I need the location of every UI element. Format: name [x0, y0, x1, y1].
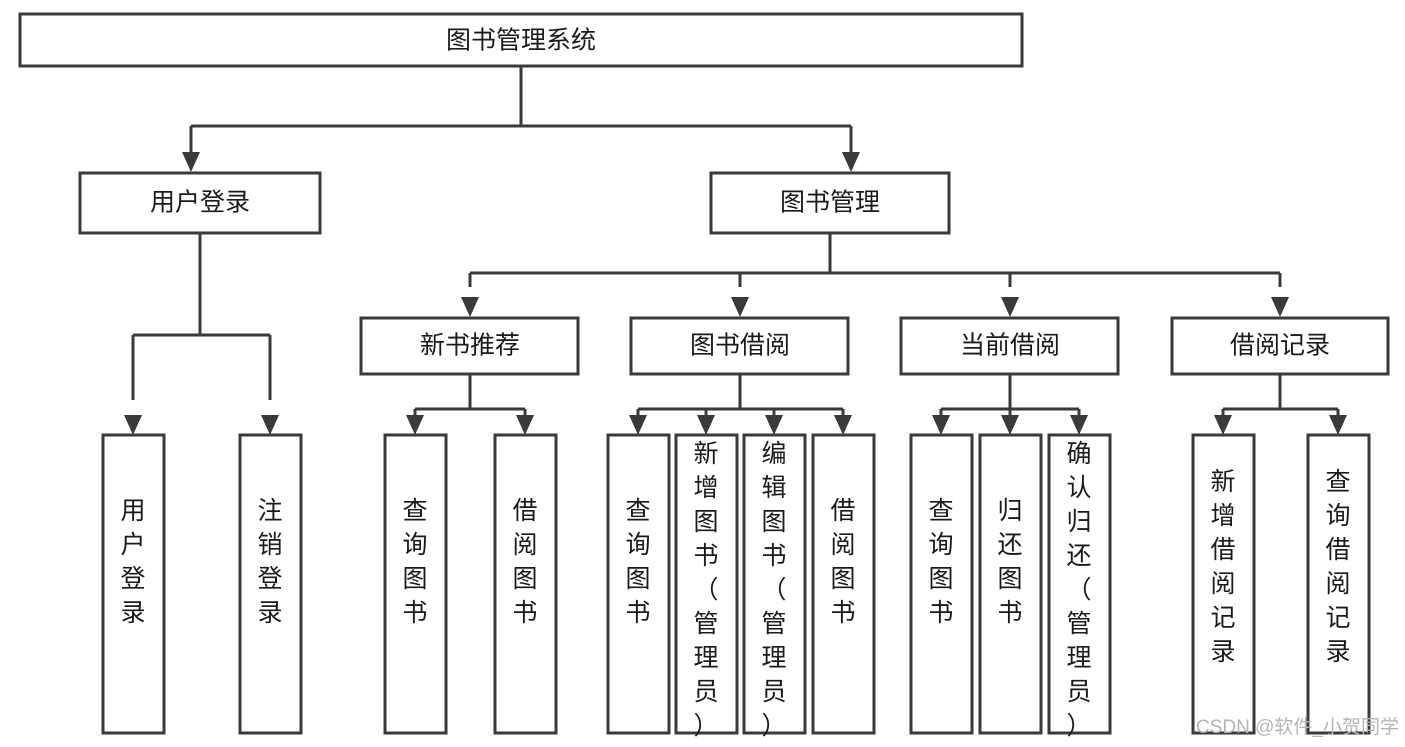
- node-leaf-borrow-book-1[interactable]: 借阅图书: [493, 433, 558, 735]
- node-book-borrow-label: 图书借阅: [690, 332, 790, 360]
- node-leaf-user-login[interactable]: 用户登录: [101, 433, 166, 735]
- node-user-login-label: 用户登录: [150, 189, 250, 217]
- node-leaf-logout-box[interactable]: [238, 433, 303, 735]
- node-leaf-query-record[interactable]: 查询借阅记录: [1306, 433, 1371, 735]
- node-leaf-add-record-label: 新增借阅记录: [1210, 468, 1235, 666]
- node-leaf-edit-book[interactable]: 编辑图书（管理员）: [742, 433, 807, 740]
- node-leaf-add-record[interactable]: 新增借阅记录: [1191, 433, 1256, 735]
- node-leaf-borrow-book-1-box[interactable]: [493, 433, 558, 735]
- node-leaf-add-record-box[interactable]: [1191, 433, 1256, 735]
- node-leaf-confirm-return[interactable]: 确认归还（管理员）: [1047, 433, 1112, 740]
- arrowhead-to-current-borrow: [1001, 297, 1019, 317]
- node-leaf-return-book-box[interactable]: [978, 433, 1043, 735]
- node-book-manage-label: 图书管理: [780, 189, 880, 217]
- node-borrow-record[interactable]: 借阅记录: [1170, 316, 1390, 376]
- arrowhead-to-leaf-query-book-2: [629, 415, 647, 435]
- node-new-book-rec[interactable]: 新书推荐: [359, 316, 580, 376]
- node-leaf-query-book-3-box[interactable]: [909, 433, 974, 735]
- arrowhead-root-to-user-login: [182, 152, 200, 172]
- node-leaf-borrow-book-2-label: 借阅图书: [830, 497, 855, 627]
- node-leaf-borrow-book-2[interactable]: 借阅图书: [811, 433, 876, 735]
- node-user-login[interactable]: 用户登录: [78, 171, 322, 235]
- node-leaf-query-book-2-box[interactable]: [606, 433, 671, 735]
- arrowhead-to-leaf-confirm-return: [1070, 415, 1088, 435]
- node-leaf-add-book-box[interactable]: [674, 433, 739, 735]
- arrowhead-to-leaf-return-book: [1001, 415, 1019, 435]
- arrowhead-to-book-borrow: [731, 297, 749, 317]
- node-leaf-edit-book-box[interactable]: [742, 433, 807, 735]
- node-user-login-box[interactable]: [78, 171, 322, 235]
- node-leaf-logout[interactable]: 注销登录: [238, 433, 303, 735]
- node-leaf-query-book-1[interactable]: 查询图书: [383, 433, 448, 735]
- node-leaf-edit-book-label: 编辑图书（管理员）: [761, 440, 786, 740]
- connector-group-book-borrow-to-leaves: [629, 374, 852, 435]
- node-leaf-query-book-1-label: 查询图书: [402, 497, 427, 627]
- node-book-manage-box[interactable]: [709, 171, 951, 235]
- node-book-manage[interactable]: 图书管理: [709, 171, 951, 235]
- node-borrow-record-box[interactable]: [1170, 316, 1390, 376]
- node-leaf-return-book[interactable]: 归还图书: [978, 433, 1043, 735]
- node-root-box[interactable]: [18, 12, 1024, 68]
- node-leaf-add-book-label: 新增图书（管理员）: [693, 440, 718, 740]
- node-leaf-query-record-label: 查询借阅记录: [1325, 468, 1350, 666]
- arrowhead-to-leaf-query-book-3: [932, 415, 950, 435]
- arrowhead-to-leaf-add-record: [1214, 415, 1232, 435]
- node-leaf-query-book-3-label: 查询图书: [928, 497, 953, 627]
- node-current-borrow[interactable]: 当前借阅: [899, 316, 1120, 376]
- node-leaf-confirm-return-label: 确认归还（管理员）: [1066, 440, 1091, 740]
- node-leaf-borrow-book-2-box[interactable]: [811, 433, 876, 735]
- arrowhead-to-leaf-query-book-1: [406, 415, 424, 435]
- connector-group-current-borrow-to-leaves: [932, 374, 1088, 435]
- node-leaf-user-login-box[interactable]: [101, 433, 166, 735]
- connector-group-borrow-record-to-leaves: [1214, 374, 1347, 435]
- arrowhead-to-leaf-borrow-book-1: [516, 415, 534, 435]
- node-leaf-query-book-2-label: 查询图书: [625, 497, 650, 627]
- node-leaf-return-book-label: 归还图书: [997, 497, 1022, 627]
- watermark-text: CSDN @软件_小贺同学: [1196, 716, 1399, 738]
- node-leaf-query-book-3[interactable]: 查询图书: [909, 433, 974, 735]
- arrowhead-to-leaf-add-book: [697, 415, 715, 435]
- arrowhead-to-leaf-logout: [261, 415, 279, 435]
- node-leaf-query-book-1-box[interactable]: [383, 433, 448, 735]
- arrowhead-to-leaf-edit-book: [765, 415, 783, 435]
- node-new-book-rec-label: 新书推荐: [420, 332, 520, 360]
- node-leaf-query-book-2[interactable]: 查询图书: [606, 433, 671, 735]
- node-root[interactable]: 图书管理系统: [18, 12, 1024, 68]
- node-leaf-user-login-label: 用户登录: [120, 497, 145, 627]
- node-leaf-query-record-box[interactable]: [1306, 433, 1371, 735]
- connector-group-user-login-to-leaves: [124, 233, 279, 435]
- connector-group-root-to-level2: [182, 66, 860, 172]
- arrowhead-to-leaf-borrow-book-2: [834, 415, 852, 435]
- connector-group-new-book-rec-to-leaves: [406, 374, 534, 435]
- arrowhead-to-borrow-record: [1271, 297, 1289, 317]
- node-book-borrow[interactable]: 图书借阅: [629, 316, 850, 376]
- arrowhead-root-to-book-manage: [842, 152, 860, 172]
- node-book-borrow-box[interactable]: [629, 316, 850, 376]
- node-leaf-confirm-return-box[interactable]: [1047, 433, 1112, 735]
- arrowhead-to-leaf-user-login: [124, 415, 142, 435]
- node-leaf-add-book[interactable]: 新增图书（管理员）: [674, 433, 739, 740]
- connector-group-book-manage-to-level3: [461, 233, 1289, 317]
- node-current-borrow-label: 当前借阅: [960, 332, 1060, 360]
- node-root-label: 图书管理系统: [446, 27, 596, 55]
- node-current-borrow-box[interactable]: [899, 316, 1120, 376]
- arrowhead-to-new-book-rec: [461, 297, 479, 317]
- node-borrow-record-label: 借阅记录: [1230, 332, 1330, 360]
- node-new-book-rec-box[interactable]: [359, 316, 580, 376]
- node-leaf-logout-label: 注销登录: [257, 497, 282, 627]
- node-leaf-borrow-book-1-label: 借阅图书: [512, 497, 537, 627]
- arrowhead-to-leaf-query-record: [1329, 415, 1347, 435]
